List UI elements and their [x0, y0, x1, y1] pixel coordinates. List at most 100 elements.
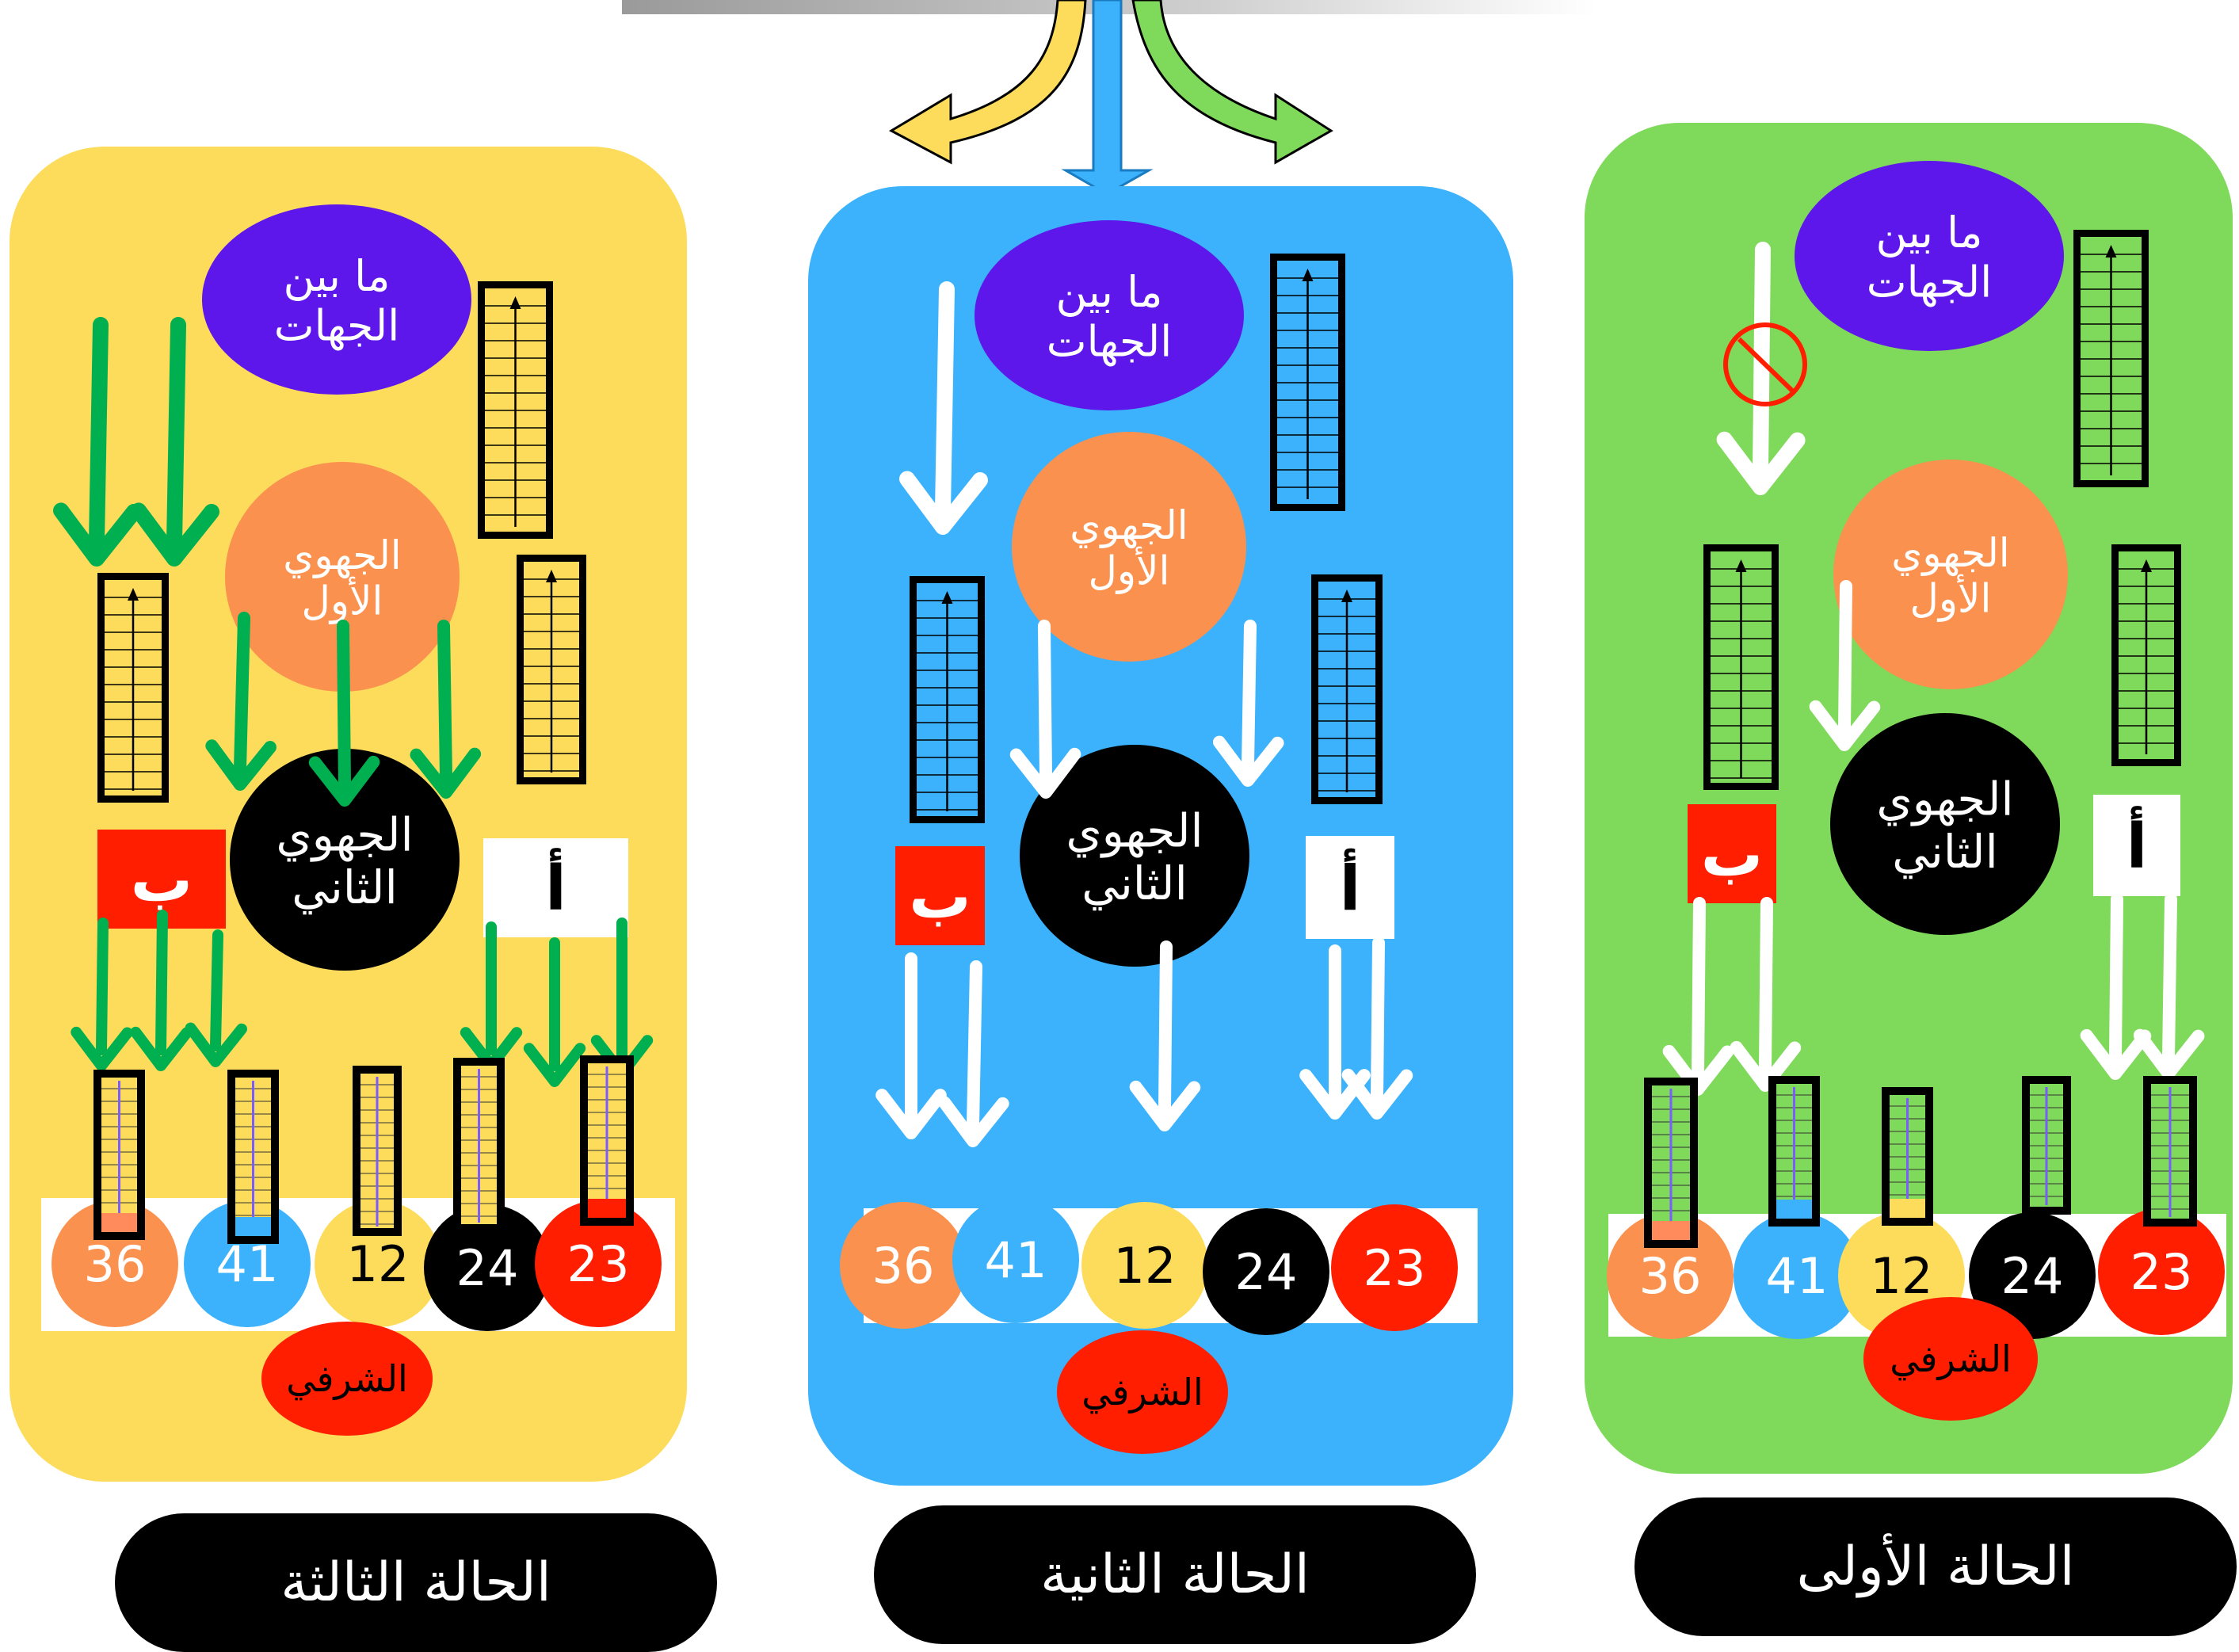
case3-lane-mid-right: [517, 555, 586, 784]
yellow-curve-arrow: [888, 0, 1087, 165]
svg-text:24: 24: [1235, 1243, 1298, 1301]
case3-arrow-1: [53, 317, 143, 567]
svg-text:23: 23: [2130, 1243, 2193, 1301]
case1-mini-lane-2: [1768, 1076, 1820, 1227]
case1-arrow-2: [1809, 580, 1881, 751]
top-split-arrows: [888, 0, 1333, 196]
case2-lane-b: ب: [895, 846, 985, 945]
case2-arrow-6: [1129, 940, 1201, 1131]
number-badge-24: 24: [1969, 1212, 2096, 1339]
title-case1: الحالة الأولى: [1634, 1497, 2237, 1636]
svg-text:23: 23: [1364, 1239, 1426, 1297]
svg-text:41: 41: [216, 1235, 279, 1293]
case3-lane-b-label: ب: [131, 845, 193, 916]
case3-lane-a-label: أ: [545, 848, 566, 925]
case3-lane-left: [97, 573, 169, 803]
number-badge-23: 23: [2098, 1208, 2225, 1335]
case2-number-row: 36 41 12 24 23: [840, 1196, 1478, 1335]
case3-lane-top-right: [478, 281, 553, 539]
case1-lane-b: ب: [1688, 804, 1776, 903]
case3-mini-lane-4: [453, 1058, 505, 1232]
number-badge-41: 41: [1734, 1212, 1860, 1339]
case2-lane-a-label: أ: [1340, 849, 1361, 925]
case3-mini-lane-3: [353, 1066, 402, 1236]
case3-lane-a: أ: [483, 838, 628, 937]
number-badge-36: 36: [51, 1200, 178, 1327]
case1-lane-b-label: ب: [1701, 819, 1763, 891]
svg-text:24: 24: [456, 1239, 519, 1297]
case3-arrow-5: [410, 620, 482, 799]
case2-arrow-3: [1212, 620, 1284, 787]
svg-text:41: 41: [985, 1231, 1047, 1289]
title-case2-label: الحالة الثانية: [1040, 1543, 1310, 1606]
case2-eastern-circle-label: الشرفي: [1081, 1371, 1203, 1414]
case1-mini-lane-1: [1644, 1078, 1698, 1248]
case2-lane-top-right: [1270, 254, 1345, 511]
case1-arrow-4: [1730, 897, 1802, 1092]
case2-arrow-8: [1341, 937, 1413, 1120]
svg-text:12: 12: [347, 1235, 410, 1293]
svg-text:41: 41: [1766, 1247, 1829, 1305]
case1-eastern-circle: الشرفي: [1863, 1297, 2038, 1421]
blue-down-arrow: [1061, 0, 1154, 196]
case2-lane-a: أ: [1306, 836, 1394, 939]
case1-arrow-5: [2080, 893, 2152, 1080]
case1-lane-a-label: أ: [2126, 806, 2148, 883]
number-badge-23: 23: [535, 1200, 662, 1327]
case2-arrow-2: [1009, 620, 1081, 799]
title-case1-label: الحالة الأولى: [1796, 1536, 2075, 1598]
number-badge-23: 23: [1331, 1204, 1458, 1331]
svg-text:12: 12: [1114, 1237, 1177, 1295]
case3-arrow-7: [130, 910, 193, 1071]
no-entry-icon: [1723, 322, 1807, 406]
case1-lane-a: أ: [2093, 795, 2180, 896]
case3-eastern-circle: الشرفي: [261, 1322, 433, 1436]
number-badge-41: 41: [952, 1196, 1079, 1323]
svg-text:36: 36: [84, 1235, 147, 1293]
case1-eastern-circle-label: الشرفي: [1890, 1337, 2012, 1381]
number-badge-36: 36: [1607, 1212, 1734, 1339]
svg-text:12: 12: [1871, 1247, 1933, 1305]
svg-text:36: 36: [1639, 1247, 1702, 1305]
number-badge-36: 36: [840, 1202, 967, 1329]
case3-mini-lane-1: [93, 1070, 145, 1240]
case2-arrow-5: [938, 960, 1009, 1147]
case3-arrow-8: [185, 929, 247, 1067]
svg-text:24: 24: [2001, 1247, 2064, 1305]
case2-arrow-1: [899, 281, 988, 535]
number-badge-24: 24: [1203, 1208, 1329, 1335]
case3-arrow-4: [308, 620, 380, 807]
case1-mini-lane-3: [1882, 1087, 1933, 1226]
case2-arrow-4: [875, 952, 947, 1139]
case1-arrow-6: [2133, 893, 2205, 1080]
title-case3: الحالة الثالثة: [115, 1513, 717, 1652]
title-case3-label: الحالة الثالثة: [280, 1551, 551, 1614]
case3-arrow-2: [131, 317, 220, 567]
case1-mini-lane-4: [2022, 1076, 2071, 1215]
number-badge-24: 24: [424, 1204, 551, 1331]
case3-eastern-circle-label: الشرفي: [286, 1357, 408, 1401]
case3-arrow-3: [205, 612, 277, 791]
case1-lane-top-right: [2073, 230, 2149, 487]
case1-mini-lane-5: [2143, 1076, 2197, 1227]
case3-arrow-6: [71, 918, 133, 1071]
title-case2: الحالة الثانية: [874, 1505, 1476, 1644]
case2-lane-b-label: ب: [909, 861, 971, 933]
case3-mini-lane-5: [580, 1055, 634, 1226]
